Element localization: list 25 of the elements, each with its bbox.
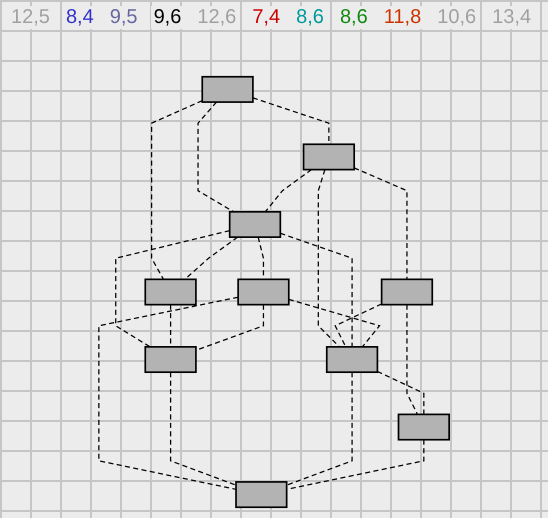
- connector: [280, 232, 353, 347]
- connector: [197, 102, 234, 212]
- node-box: [144, 278, 197, 306]
- connector: [264, 169, 312, 212]
- node-box: [237, 278, 290, 306]
- value-label: 9,6: [150, 6, 184, 29]
- connector: [150, 100, 202, 280]
- connector: [170, 372, 236, 486]
- connector: [98, 296, 238, 490]
- node-box: [235, 481, 288, 508]
- connector: [377, 370, 424, 414]
- connector: [406, 304, 418, 415]
- node-box: [398, 414, 450, 441]
- connector: [115, 230, 230, 348]
- connector: [286, 372, 353, 486]
- node-box: [228, 210, 282, 238]
- node-box: [144, 346, 197, 374]
- node-box: [302, 143, 356, 170]
- node-box: [201, 76, 254, 103]
- connector: [184, 236, 238, 280]
- connector: [334, 303, 382, 348]
- connector: [288, 298, 381, 348]
- connector: [354, 167, 408, 280]
- node-box: [326, 346, 378, 374]
- node-box: [380, 278, 434, 306]
